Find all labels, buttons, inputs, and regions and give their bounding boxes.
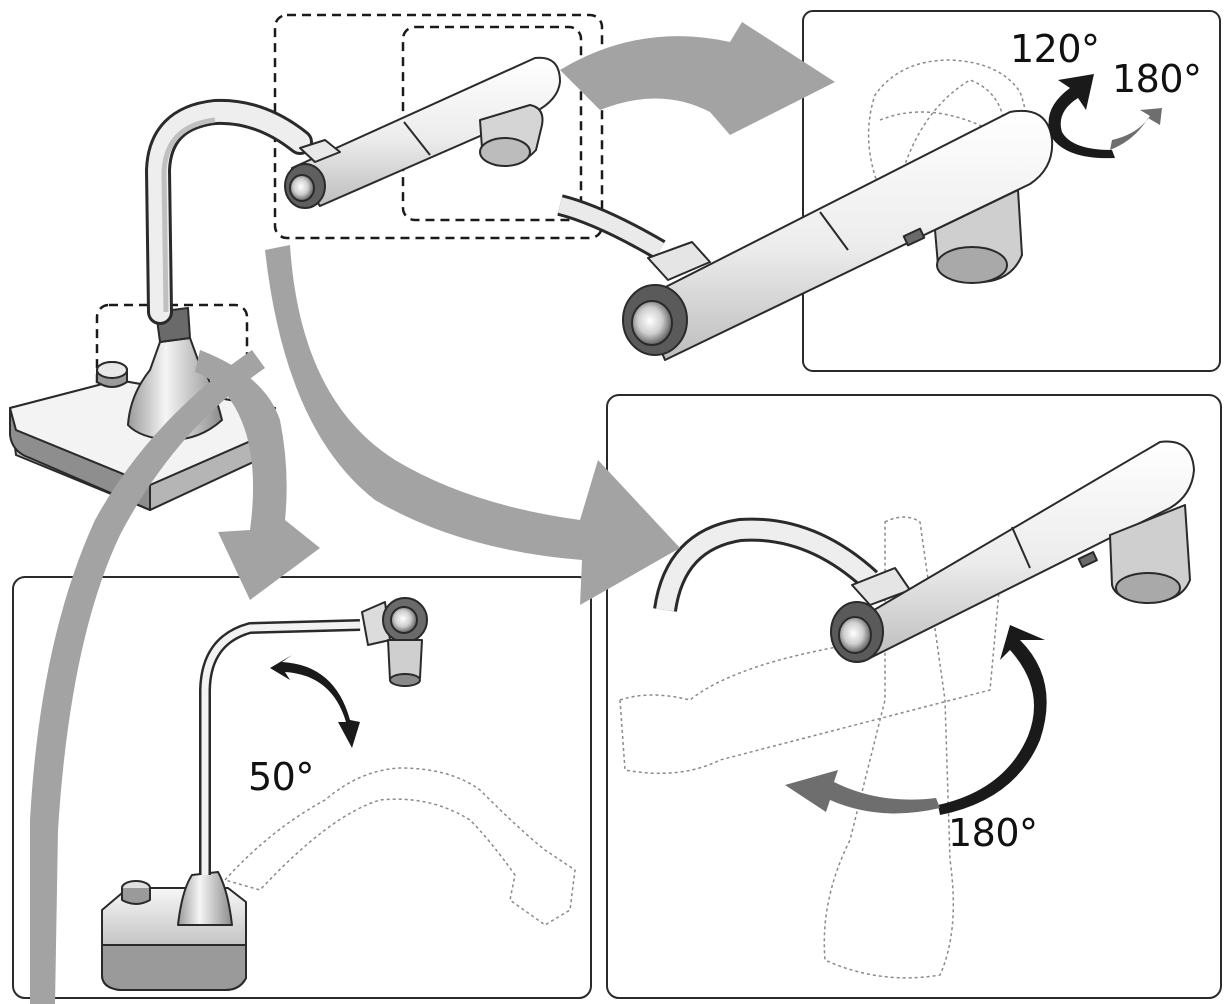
panel-head-rotate: [606, 394, 1222, 999]
rotation-arrow-180-top: [1110, 108, 1162, 150]
angle-label-120: 120°: [1010, 27, 1100, 71]
arrow-to-arm-tilt: [195, 350, 320, 600]
angle-label-180-bottom: 180°: [948, 811, 1038, 855]
angle-labels: 120° 180° 50° 180°: [248, 27, 1202, 855]
rotation-arrow-180-right: [938, 625, 1047, 815]
arrow-to-head-tilt: [560, 22, 835, 135]
curved-gray-arrow-icon: [30, 22, 835, 1004]
panel-head-tilt: [802, 10, 1221, 372]
angle-label-50: 50°: [248, 755, 314, 799]
arrow-to-head-rotate: [265, 245, 680, 605]
rotation-arrow-180-left: [785, 770, 940, 814]
camera-head-rotate-icon: [619, 440, 1195, 979]
panel-frames: [12, 10, 1222, 999]
panel-arm-tilt: [12, 576, 592, 999]
rotation-arrow-120: [1048, 74, 1115, 159]
arrow-long-sweep: [30, 350, 265, 1004]
document-camera-side-icon: [101, 597, 576, 991]
angle-label-180-top: 180°: [1112, 57, 1202, 101]
curved-rotation-arrow-icon: [270, 74, 1162, 815]
rotation-arrow-50: [270, 655, 360, 748]
camera-head-icon: [557, 59, 1054, 361]
